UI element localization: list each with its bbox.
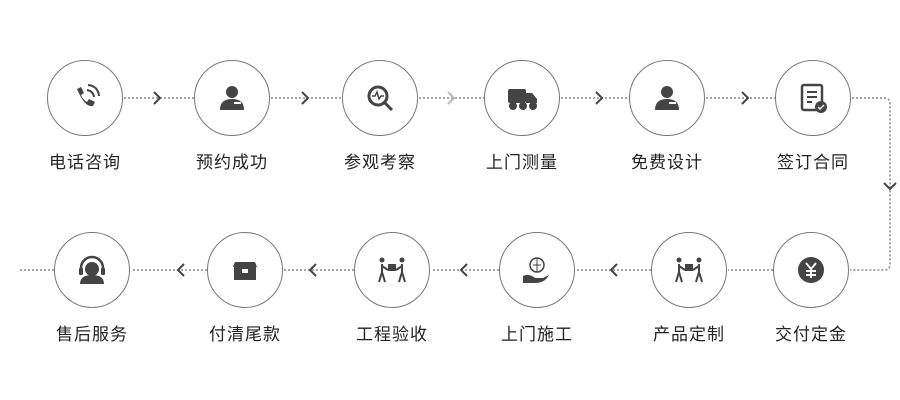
step-10: 工程验收 — [327, 232, 457, 345]
search-icon — [363, 81, 397, 115]
step-label: 签订合同 — [777, 153, 849, 173]
step-circle — [484, 60, 560, 136]
step-circle — [499, 232, 575, 308]
box-icon — [228, 253, 262, 287]
chevron-left-icon — [609, 263, 618, 277]
step-label: 售后服务 — [56, 325, 128, 345]
chevron-right-icon — [447, 91, 456, 105]
handshake-icon — [375, 253, 409, 287]
chevron-left-icon — [176, 263, 185, 277]
step-12: 售后服务 — [27, 232, 157, 345]
step-7: 交付定金 — [746, 232, 876, 345]
step-circle — [207, 232, 283, 308]
step-circle — [54, 232, 130, 308]
chevron-left-icon — [308, 263, 317, 277]
chevron-right-icon — [595, 91, 604, 105]
step-label: 免费设计 — [631, 153, 703, 173]
step-circle — [773, 232, 849, 308]
step-2: 预约成功 — [167, 60, 297, 173]
user-icon — [215, 81, 249, 115]
step-9: 上门施工 — [472, 232, 602, 345]
chevron-right-icon — [301, 91, 310, 105]
yen-icon — [794, 253, 828, 287]
chevron-right-icon — [153, 91, 162, 105]
phone-icon — [68, 81, 102, 115]
chevron-left-icon — [459, 263, 468, 277]
truck-icon — [505, 81, 539, 115]
step-5: 免费设计 — [602, 60, 732, 173]
step-circle — [775, 60, 851, 136]
step-8: 产品定制 — [624, 232, 754, 345]
step-label: 交付定金 — [775, 325, 847, 345]
step-1: 电话咨询 — [20, 60, 150, 173]
chevron-right-icon — [741, 91, 750, 105]
handover-icon — [672, 253, 706, 287]
step-label: 上门施工 — [501, 325, 573, 345]
step-label: 参观考察 — [344, 153, 416, 173]
chevron-down-icon — [883, 182, 897, 191]
step-circle — [651, 232, 727, 308]
step-label: 预约成功 — [196, 153, 268, 173]
step-11: 付清尾款 — [180, 232, 310, 345]
headset-icon — [75, 253, 109, 287]
step-4: 上门测量 — [457, 60, 587, 173]
step-label: 产品定制 — [653, 325, 725, 345]
contract-icon — [796, 81, 830, 115]
step-circle — [629, 60, 705, 136]
step-circle — [194, 60, 270, 136]
step-label: 工程验收 — [356, 325, 428, 345]
step-label: 电话咨询 — [49, 153, 121, 173]
step-circle — [342, 60, 418, 136]
step-label: 付清尾款 — [209, 325, 281, 345]
designer-icon — [650, 81, 684, 115]
step-3: 参观考察 — [315, 60, 445, 173]
hand-coin-icon — [520, 253, 554, 287]
step-circle — [354, 232, 430, 308]
step-6: 签订合同 — [748, 60, 878, 173]
step-circle — [47, 60, 123, 136]
step-label: 上门测量 — [486, 153, 558, 173]
